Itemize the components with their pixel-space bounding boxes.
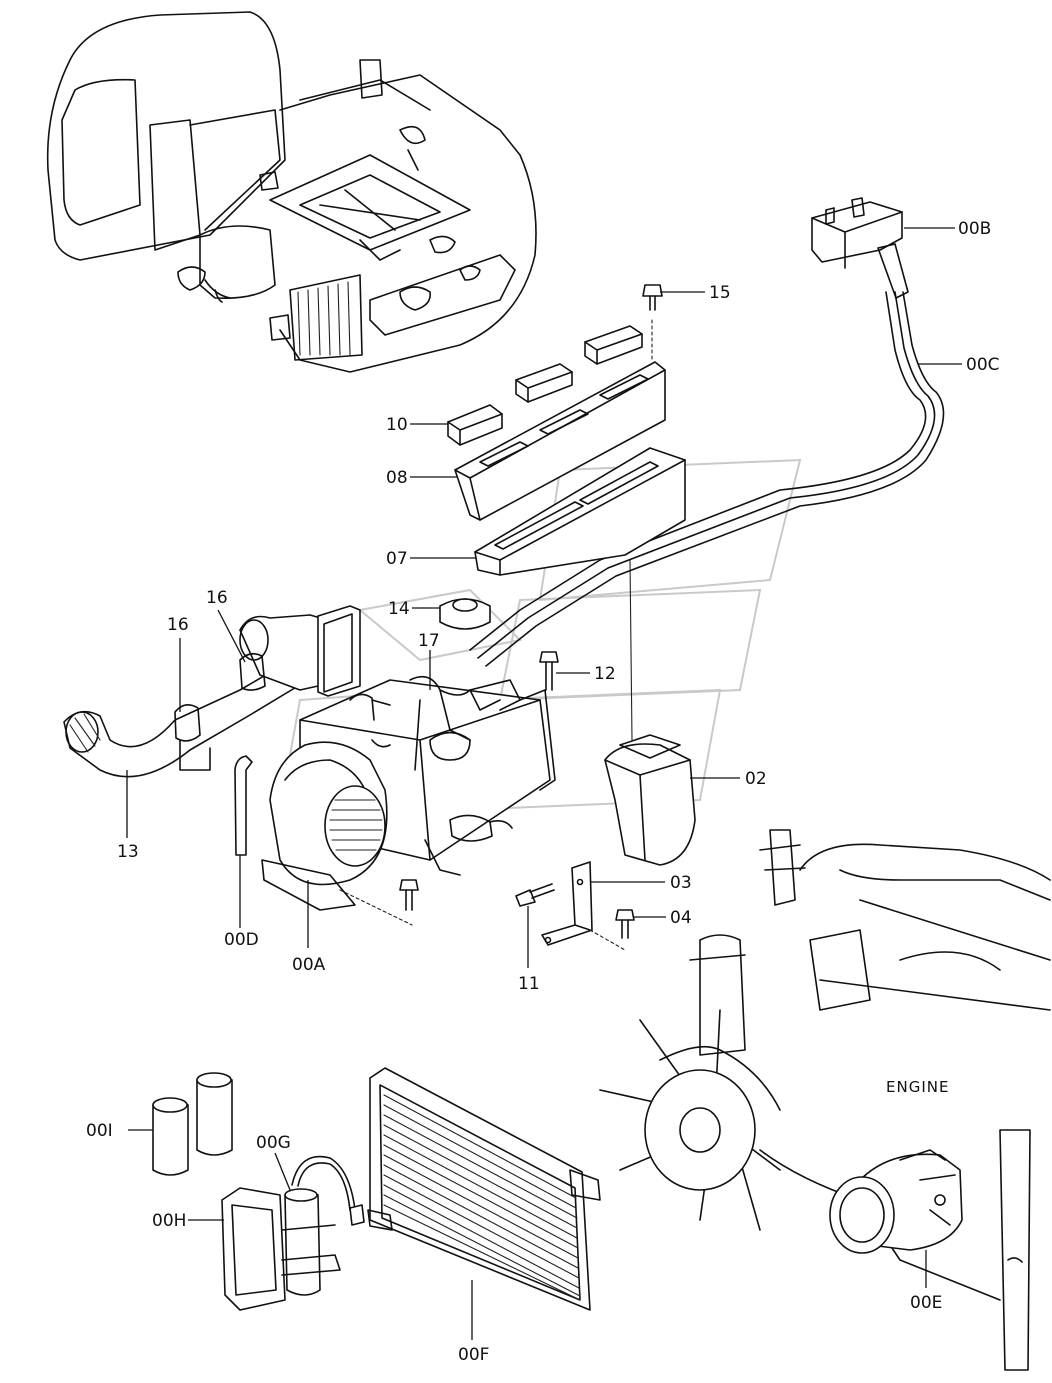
- bolt-15: [642, 284, 663, 361]
- label-00G: 00G: [256, 1133, 291, 1153]
- label-04: 04: [670, 908, 692, 928]
- label-03: 03: [670, 873, 692, 893]
- label-02: 02: [745, 769, 767, 789]
- ac-switch-00B: [811, 197, 909, 299]
- label-16-upper: 16: [206, 588, 228, 608]
- duct-02: [604, 734, 696, 866]
- label-13: 13: [117, 842, 139, 862]
- bolt-04: [589, 909, 635, 951]
- bracket-03: [541, 861, 593, 946]
- part-labels: 00B 00C 15 10 08 07 14 12 17 16 16 13 02…: [86, 219, 1000, 1365]
- label-08: 08: [386, 468, 408, 488]
- label-17: 17: [418, 631, 440, 651]
- engine-block: [599, 829, 1051, 1371]
- label-07: 07: [386, 549, 408, 569]
- excavator-overview: [46, 11, 537, 373]
- panel-07: [474, 447, 686, 741]
- condenser-00F: [367, 1067, 601, 1311]
- label-00H: 00H: [152, 1211, 186, 1231]
- bolt-11: [515, 883, 555, 907]
- label-00D: 00D: [224, 930, 259, 950]
- knobs-10: [447, 325, 643, 446]
- label-00B: 00B: [958, 219, 991, 239]
- label-00F: 00F: [458, 1345, 489, 1365]
- label-00I: 00I: [86, 1121, 113, 1141]
- label-00E: 00E: [910, 1293, 942, 1313]
- cylinders-00I: [152, 1072, 233, 1176]
- label-00C: 00C: [966, 355, 1000, 375]
- label-14: 14: [388, 599, 410, 619]
- label-00A: 00A: [292, 955, 326, 975]
- receiver-00G: [281, 1155, 365, 1296]
- hvac-unit-00A: [261, 675, 556, 911]
- grommet-14: [439, 598, 491, 630]
- label-10: 10: [386, 415, 408, 435]
- leader-lines: [126, 227, 962, 1340]
- hose-00D: [234, 755, 253, 856]
- bolt-12: [539, 651, 559, 691]
- label-16-lower: 16: [167, 615, 189, 635]
- compressor-00E: [829, 1149, 963, 1254]
- panel-08: [454, 361, 666, 521]
- bracket-00H: [221, 1187, 286, 1311]
- cable-00C: [469, 291, 945, 667]
- duct-13-16: [63, 605, 361, 778]
- label-12: 12: [594, 664, 616, 684]
- bolt-near-00A: [339, 879, 419, 926]
- label-engine: ENGINE: [886, 1078, 949, 1096]
- label-11: 11: [518, 974, 540, 994]
- label-15: 15: [709, 283, 731, 303]
